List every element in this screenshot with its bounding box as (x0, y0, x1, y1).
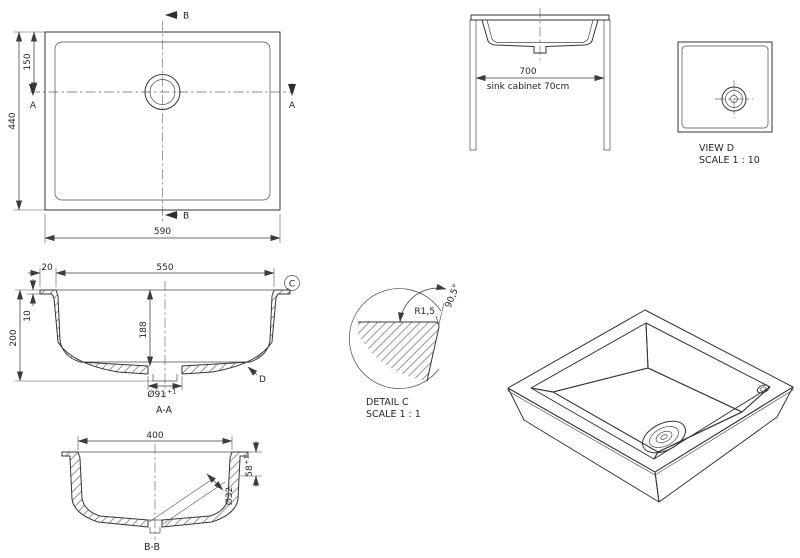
section-b-label-bottom: B (183, 212, 189, 222)
iso-drain-flange (641, 420, 687, 454)
view-d-drain-outer (721, 86, 747, 112)
view-d-drain-mid (725, 90, 743, 108)
iso-tap-hole (756, 384, 770, 394)
ext-line (148, 479, 212, 523)
aa-right-wall-section (181, 289, 291, 375)
dim-value: 58 (245, 465, 255, 477)
dim-590: 590 (44, 214, 281, 243)
dim-150-text: 150 (23, 53, 33, 70)
dim-200: 200 (9, 289, 153, 382)
dim-590-text: 590 (154, 227, 171, 237)
dim-58: 58+1 (240, 441, 262, 487)
sink-outer-edge (44, 31, 281, 211)
dim-188: 188 (139, 289, 154, 367)
dim-700-text: 700 (519, 67, 536, 77)
dim-400-text: 400 (146, 431, 163, 441)
dim-700: 700 sink cabinet 70cm (475, 67, 605, 92)
drain-outer-circle (144, 74, 181, 110)
dim-400: 400 (77, 431, 233, 450)
iso-bowl-bottom (552, 367, 743, 453)
section-a-label-right: A (289, 101, 296, 111)
cabinet-note-text: sink cabinet 70cm (487, 82, 569, 92)
view-d-title: VIEW D (699, 143, 734, 154)
dim-440-text: 440 (8, 112, 18, 129)
dim-10: 10 (23, 279, 40, 322)
bb-right-wall-section (161, 451, 249, 528)
view-d: VIEW D SCALE 1 : 10 (677, 41, 773, 166)
detail-c-marker: C (284, 275, 300, 291)
iso-view (507, 309, 794, 503)
section-aa: 550 20 200 10 188 Ø91+1 (9, 263, 300, 416)
aa-drain-stub (152, 374, 178, 382)
aa-left-wall-section (39, 289, 149, 375)
bb-drain-stub (149, 527, 161, 534)
leader-line (286, 287, 291, 291)
section-b-label-top: B (183, 12, 189, 22)
sink-rim-section (470, 14, 610, 21)
dim-150: 150 (23, 31, 38, 93)
dim-188-text: 188 (139, 321, 149, 338)
dim-value: Ø91 (147, 389, 166, 400)
dim-tolerance: +1 (243, 455, 251, 465)
view-d-letter: D (259, 375, 266, 385)
section-bb-label: B-B (144, 542, 160, 553)
plan-view: B B A A 440 150 590 (8, 11, 296, 243)
view-d-scale: SCALE 1 : 10 (699, 155, 760, 166)
iso-drain-center (660, 434, 668, 440)
detail-c-scale: SCALE 1 : 1 (366, 409, 421, 420)
iso-drain-basket (655, 430, 673, 444)
front-view: 700 sink cabinet 70cm (469, 8, 611, 151)
dim-tolerance: +1 (167, 388, 177, 396)
angle-dim-arc (397, 283, 447, 323)
sink-bowl-rim (54, 41, 271, 201)
detail-c-letter: C (289, 280, 295, 290)
dim-440: 440 (8, 31, 45, 211)
marker-arrow (247, 366, 258, 376)
dim-drain-91: Ø91+1 (147, 376, 183, 401)
iso-drain (641, 420, 687, 454)
dim-20: 20 (28, 263, 53, 287)
iso-drain-ring (649, 426, 679, 448)
bb-left-wall-section (61, 451, 149, 528)
dim-58-text: 58+1 (243, 455, 256, 477)
dim-550-text: 550 (156, 263, 173, 273)
section-aa-label: A-A (156, 405, 173, 416)
iso-tap-hole-outer (756, 384, 770, 394)
view-d-outer-edge (677, 41, 773, 133)
iso-tap-hole-inner (759, 386, 767, 392)
dim-drain-32: Ø32 (148, 473, 235, 525)
detail-marker-circle (284, 275, 300, 291)
iso-rim-edge-thickness (507, 387, 794, 476)
dim-10-text: 10 (23, 310, 33, 322)
drain-inner-circle (149, 79, 176, 105)
dim-200-text: 200 (9, 329, 19, 346)
dim-drain-32-text: Ø32 (224, 487, 235, 506)
sink-bowl-outer-profile (481, 19, 599, 54)
section-bb: 400 58+1 Ø32 B-B (61, 431, 262, 553)
view-d-inner-edge (681, 45, 769, 129)
dim-drain-91-text: Ø91+1 (147, 388, 176, 401)
dim-550: 550 (55, 263, 275, 287)
section-b-markers: B B (165, 11, 189, 222)
section-a-label-left: A (30, 101, 37, 111)
radius-leader (435, 315, 439, 324)
dim-line (206, 473, 224, 491)
view-d-marker: D (247, 366, 266, 385)
radius-text: R1,5 (414, 307, 435, 317)
detail-c-title: DETAIL C (366, 397, 409, 408)
detail-material-hatch (358, 322, 439, 381)
view-d-drain-center (730, 95, 738, 103)
dim-20-text: 20 (41, 263, 53, 273)
sink-bowl-inner-profile (486, 19, 594, 43)
